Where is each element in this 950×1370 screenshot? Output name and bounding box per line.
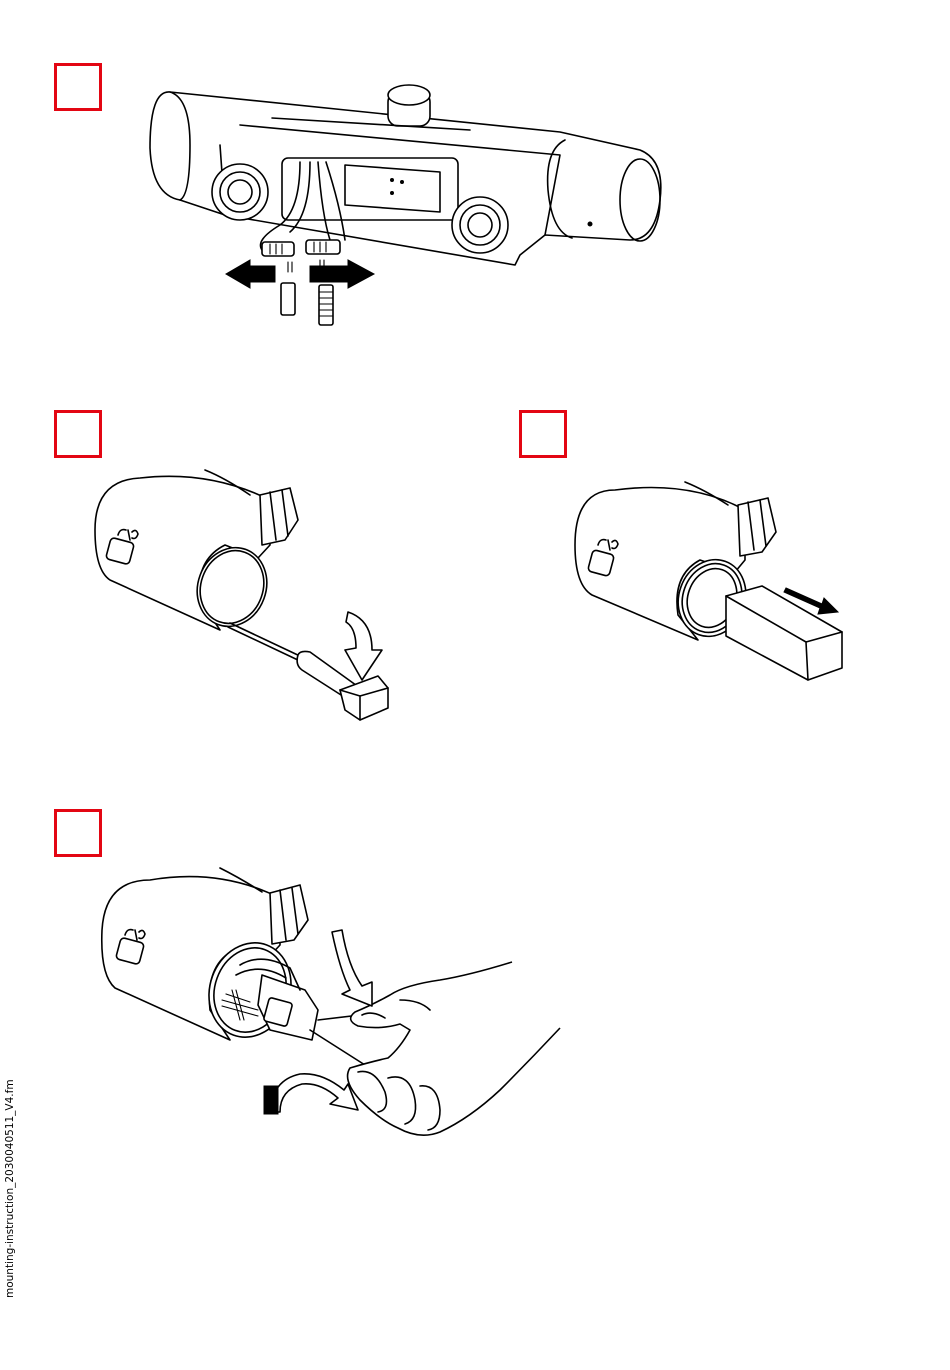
- document-file-name: mounting-instruction_2030040511_V4.fm: [4, 1079, 16, 1298]
- step-3-number-box: [519, 410, 567, 458]
- step-2-number-box: [54, 410, 102, 458]
- step-1-number-box: [54, 63, 102, 111]
- step-4-number-box: [54, 809, 102, 857]
